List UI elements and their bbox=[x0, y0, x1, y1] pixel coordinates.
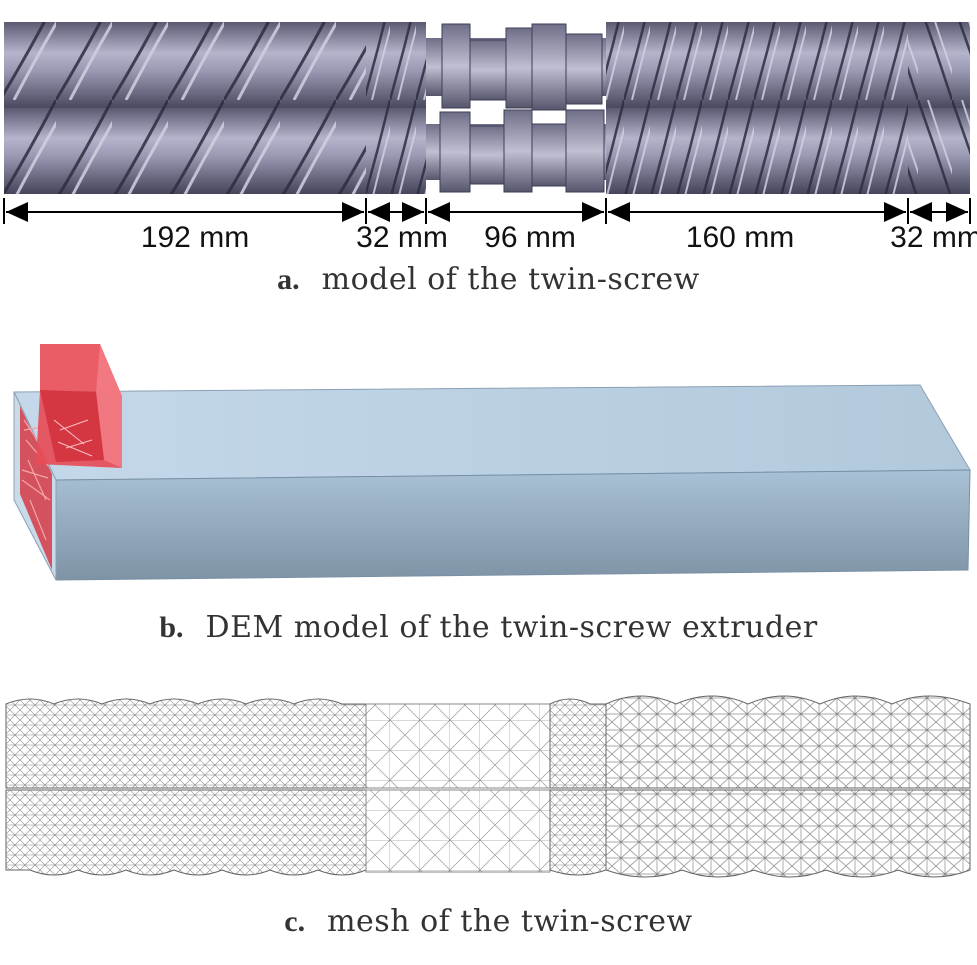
segment-length-label: 192 mm bbox=[141, 221, 249, 250]
panel-c-caption: c. mesh of the twin-screw bbox=[0, 904, 977, 939]
caption-letter: b. bbox=[159, 611, 184, 644]
lower-screw bbox=[4, 108, 970, 194]
segment-length-label: 96 mm bbox=[484, 221, 576, 250]
segment-length-label: 32 mm bbox=[890, 221, 977, 250]
caption-text: DEM model of the twin-screw extruder bbox=[205, 610, 818, 645]
panel-b-dem-model: b. DEM model of the twin-screw extruder bbox=[0, 330, 977, 660]
dimension-lines bbox=[3, 198, 971, 224]
twin-screw-model-drawing: 192 mm 32 mm 96 mm 160 mm 32 mm bbox=[3, 22, 977, 250]
twin-screw-mesh-drawing bbox=[5, 695, 971, 878]
caption-text: mesh of the twin-screw bbox=[327, 904, 693, 939]
panel-c-mesh: c. mesh of the twin-screw bbox=[0, 690, 977, 965]
lower-screw-mesh bbox=[5, 789, 971, 878]
panel-a-caption: a. model of the twin-screw bbox=[0, 262, 977, 297]
panel-a-twin-screw-model: 192 mm 32 mm 96 mm 160 mm 32 mm a. model … bbox=[0, 0, 977, 310]
caption-text: model of the twin-screw bbox=[321, 262, 700, 297]
upper-screw-mesh bbox=[5, 695, 971, 789]
caption-letter: c. bbox=[284, 905, 306, 938]
dem-model-drawing bbox=[13, 344, 971, 581]
caption-letter: a. bbox=[277, 263, 300, 296]
segment-length-label: 32 mm bbox=[356, 221, 448, 250]
panel-b-caption: b. DEM model of the twin-screw extruder bbox=[0, 610, 977, 645]
particle-cloud bbox=[20, 406, 52, 570]
upper-screw bbox=[4, 22, 970, 111]
feed-hopper bbox=[36, 344, 122, 468]
extruder-barrel bbox=[13, 384, 971, 581]
segment-length-label: 160 mm bbox=[686, 221, 794, 250]
